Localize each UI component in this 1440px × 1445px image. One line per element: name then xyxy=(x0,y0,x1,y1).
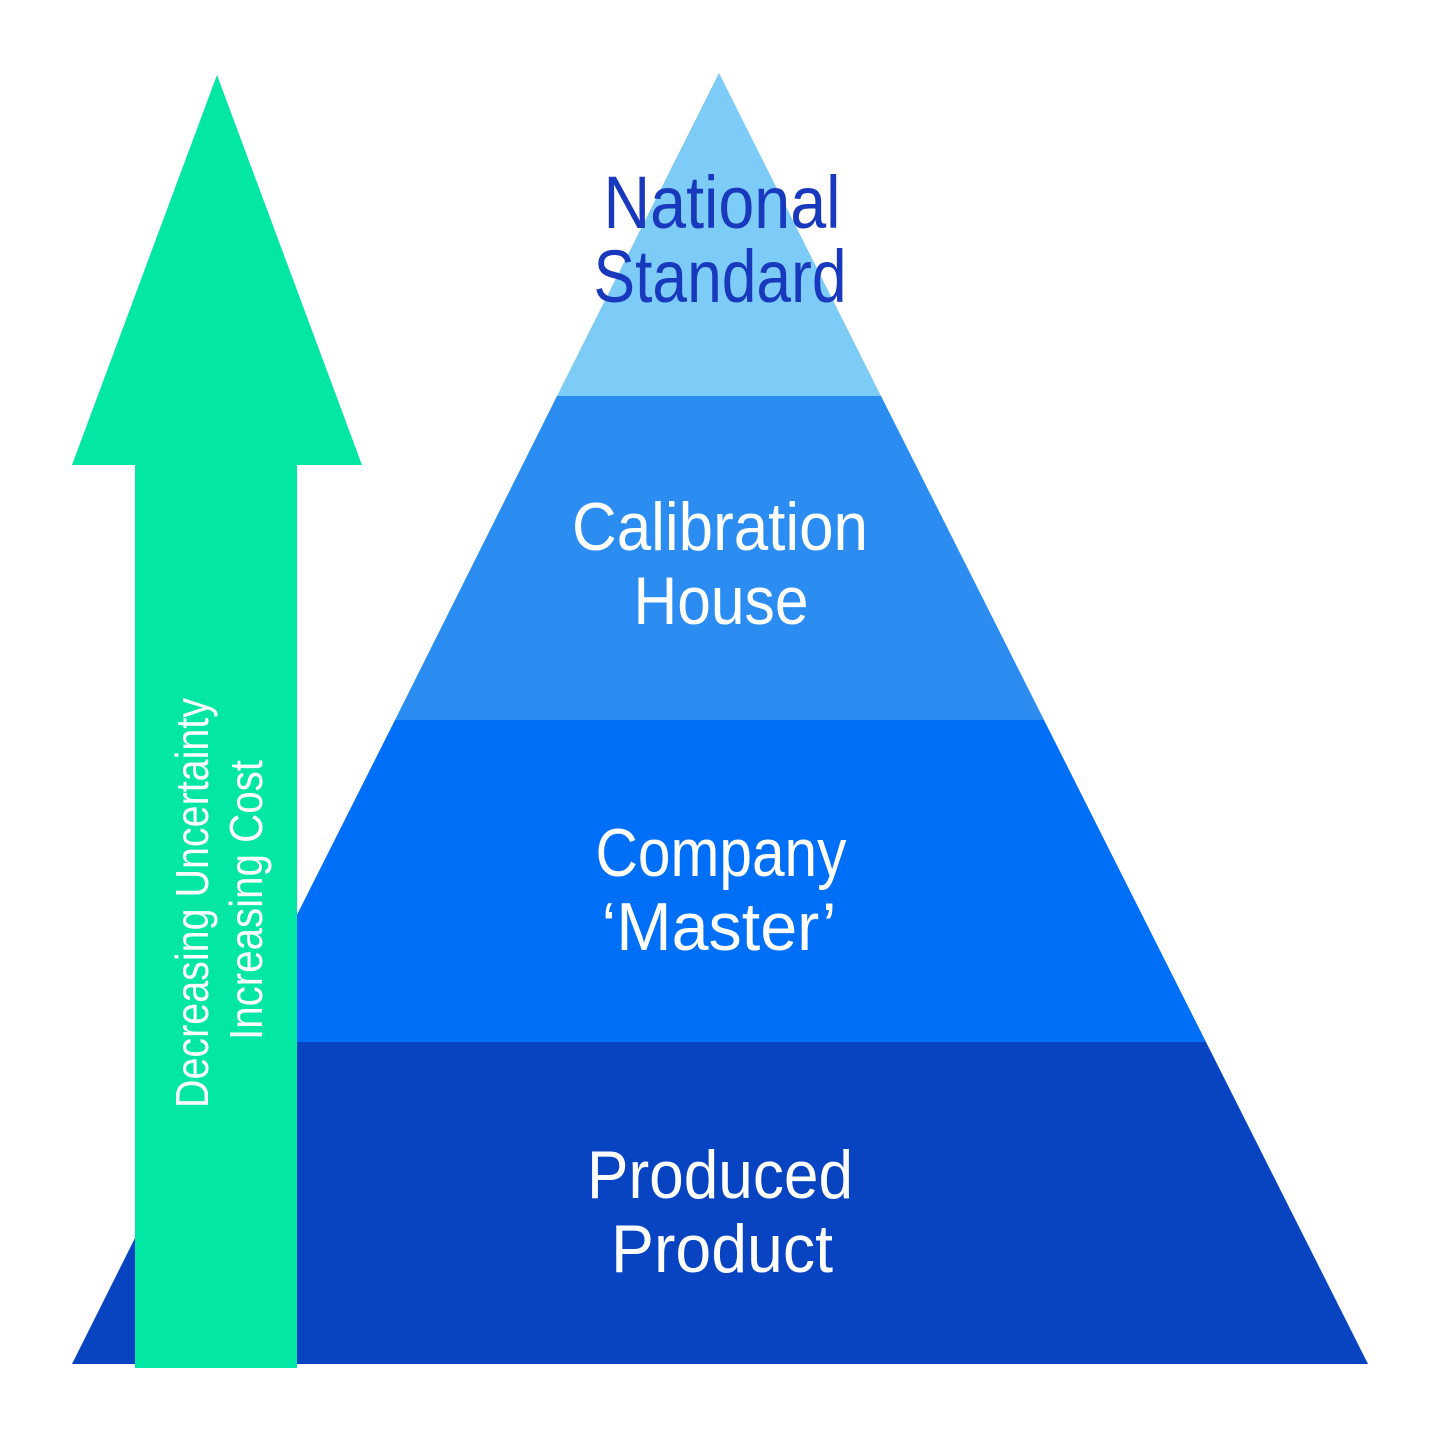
tier-national-standard-label-line2: Standard xyxy=(594,235,847,318)
tier-calibration-house-label-line1: Calibration xyxy=(572,489,868,565)
pyramid xyxy=(72,73,1368,1364)
up-arrow-shape xyxy=(72,75,362,1368)
arrow-label-decreasing-uncertainty: Decreasing Uncertainty xyxy=(166,698,218,1108)
tier-company-master-label-line1: Company xyxy=(596,815,847,891)
uncertainty-cost-arrow: Decreasing Uncertainty Increasing Cost xyxy=(72,75,362,1368)
tier-company-master-label-line2: ‘Master’ xyxy=(602,889,837,965)
tier-produced-product-label-line1: Produced xyxy=(587,1137,853,1213)
tier-national-standard-shape xyxy=(557,73,881,396)
arrow-label-increasing-cost: Increasing Cost xyxy=(220,760,272,1040)
tier-company-master-shape xyxy=(233,720,1206,1042)
tier-calibration-house-shape xyxy=(395,396,1044,720)
tier-produced-product-label-line2: Product xyxy=(611,1211,833,1287)
tier-national-standard-label-line1: National xyxy=(604,161,841,244)
tier-calibration-house-label-line2: House xyxy=(634,563,809,639)
pyramid-labels: National Standard Calibration House Comp… xyxy=(572,161,868,1287)
tier-produced-product-shape xyxy=(72,1042,1368,1364)
